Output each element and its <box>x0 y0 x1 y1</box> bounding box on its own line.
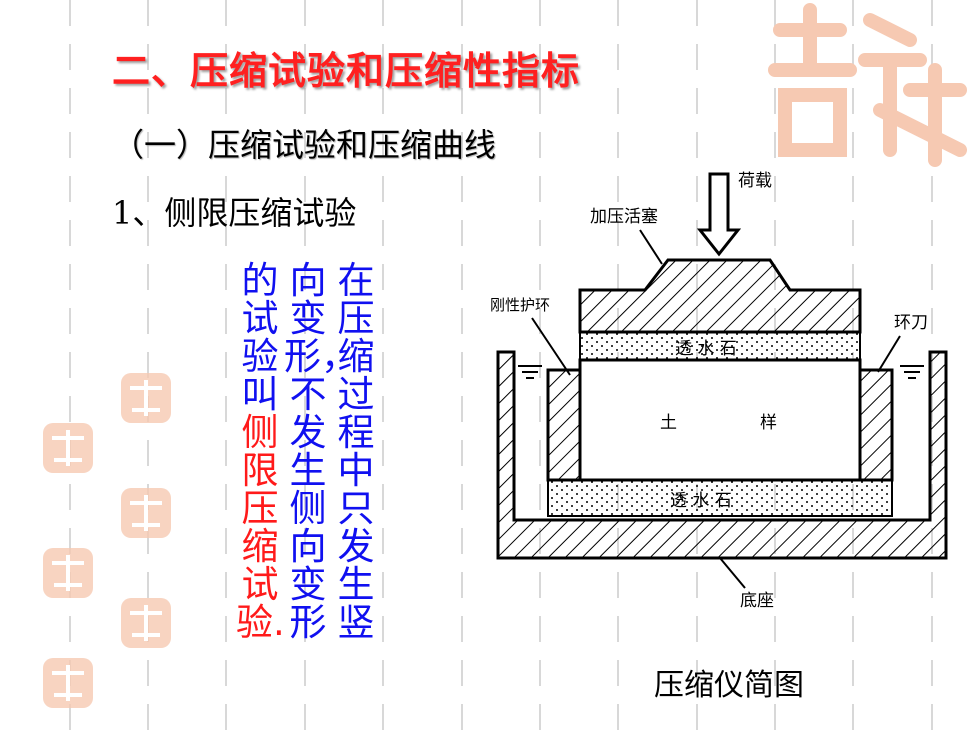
load-arrow <box>696 172 742 257</box>
porous-stone-top <box>579 331 861 361</box>
diagram-caption: 压缩仪简图 <box>654 668 804 703</box>
porous-stone-bottom <box>547 479 893 517</box>
water-level-left <box>518 365 542 379</box>
seal-icon <box>121 488 171 538</box>
seal-icon <box>768 3 967 167</box>
soil-sample <box>578 358 862 482</box>
container <box>496 350 948 560</box>
label-piston: 加压活塞 <box>590 207 658 227</box>
seal-icon <box>121 598 171 648</box>
vertical-text-emphasis: 侧限压缩试验 <box>236 411 279 644</box>
water-level-right <box>900 365 924 379</box>
section-heading: 1、侧限压缩试验 <box>112 194 357 232</box>
vertical-text-column-3: 的试验叫侧限压缩试验. <box>236 259 285 644</box>
section-subtitle: （一）压缩试验和压缩曲线 <box>112 126 497 164</box>
piston <box>578 258 862 334</box>
vertical-text-column-2: 向变形，不发生侧向变形 <box>284 259 358 644</box>
rigid-ring-left <box>546 368 582 482</box>
seal-icon <box>43 658 93 708</box>
seal-icon <box>121 373 171 423</box>
vertical-text-end: . <box>273 601 285 644</box>
rigid-ring-right <box>858 368 894 482</box>
label-soil-right: 样 <box>760 413 777 433</box>
label-porous-stone-bottom: 透 水 石 <box>670 491 732 511</box>
label-load: 荷载 <box>738 171 772 191</box>
seal-icon <box>43 423 93 473</box>
slide-title: 二、压缩试验和压缩性指标 <box>112 48 581 93</box>
oedometer-diagram: 荷载 加压活塞 透 水 石 刚性护环 环刀 土 样 透 水 石 底座 <box>490 171 948 611</box>
label-rigid-ring: 刚性护环 <box>490 296 550 314</box>
label-base: 底座 <box>740 591 774 611</box>
vertical-text-prefix: 的试验叫 <box>241 259 279 416</box>
label-porous-stone-top: 透 水 石 <box>675 339 737 359</box>
label-soil-left: 土 <box>660 413 677 433</box>
label-cutting-ring: 环刀 <box>894 313 928 333</box>
vertical-text-column-1: 在压缩过程中只发生竖 <box>337 259 375 644</box>
seal-icon <box>43 548 93 598</box>
